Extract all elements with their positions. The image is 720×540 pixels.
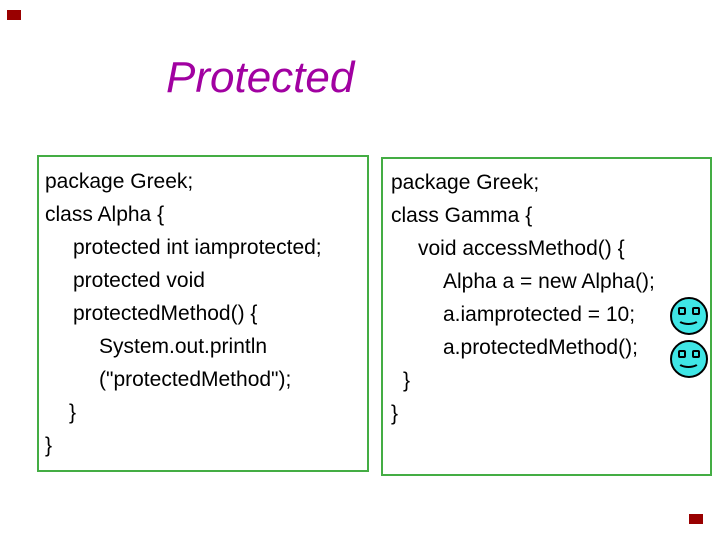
code-line: a.protectedMethod(); (443, 336, 638, 359)
code-line: package Greek; (391, 171, 540, 194)
smiley-face-icon (670, 340, 708, 378)
code-line: package Greek; (45, 170, 194, 193)
code-lines-gamma: package Greek; class Gamma { void accessMe… (391, 166, 708, 430)
code-line: } (391, 402, 399, 425)
corner-mark-bottom-right (689, 514, 703, 524)
corner-mark-top-left (7, 10, 21, 20)
slide-title: Protected (166, 53, 355, 102)
smiley-face-icon (670, 297, 708, 335)
smiley-mouth-icon (677, 355, 700, 368)
code-box-class-gamma: package Greek; class Gamma { void accessMe… (381, 157, 712, 476)
code-line: void accessMethod() { (418, 237, 625, 260)
code-line: Alpha a = new Alpha(); (443, 270, 655, 293)
code-line: } (403, 369, 411, 392)
code-line: protected int iamprotected; (73, 236, 322, 259)
code-line: class Alpha { (45, 203, 165, 226)
code-line: class Gamma { (391, 204, 533, 227)
code-line: protected void (73, 269, 205, 292)
code-line: protectedMethod() { (73, 302, 258, 325)
code-box-class-alpha: package Greek; class Alpha { protected int… (37, 155, 369, 472)
smiley-mouth-icon (677, 312, 700, 325)
code-line: ("protectedMethod"); (99, 368, 292, 391)
code-lines-alpha: package Greek; class Alpha { protected int… (45, 165, 365, 462)
code-line: a.iamprotected = 10; (443, 303, 636, 326)
code-line: System.out.println (99, 335, 268, 358)
code-line: } (69, 401, 77, 424)
code-line: } (45, 434, 53, 457)
